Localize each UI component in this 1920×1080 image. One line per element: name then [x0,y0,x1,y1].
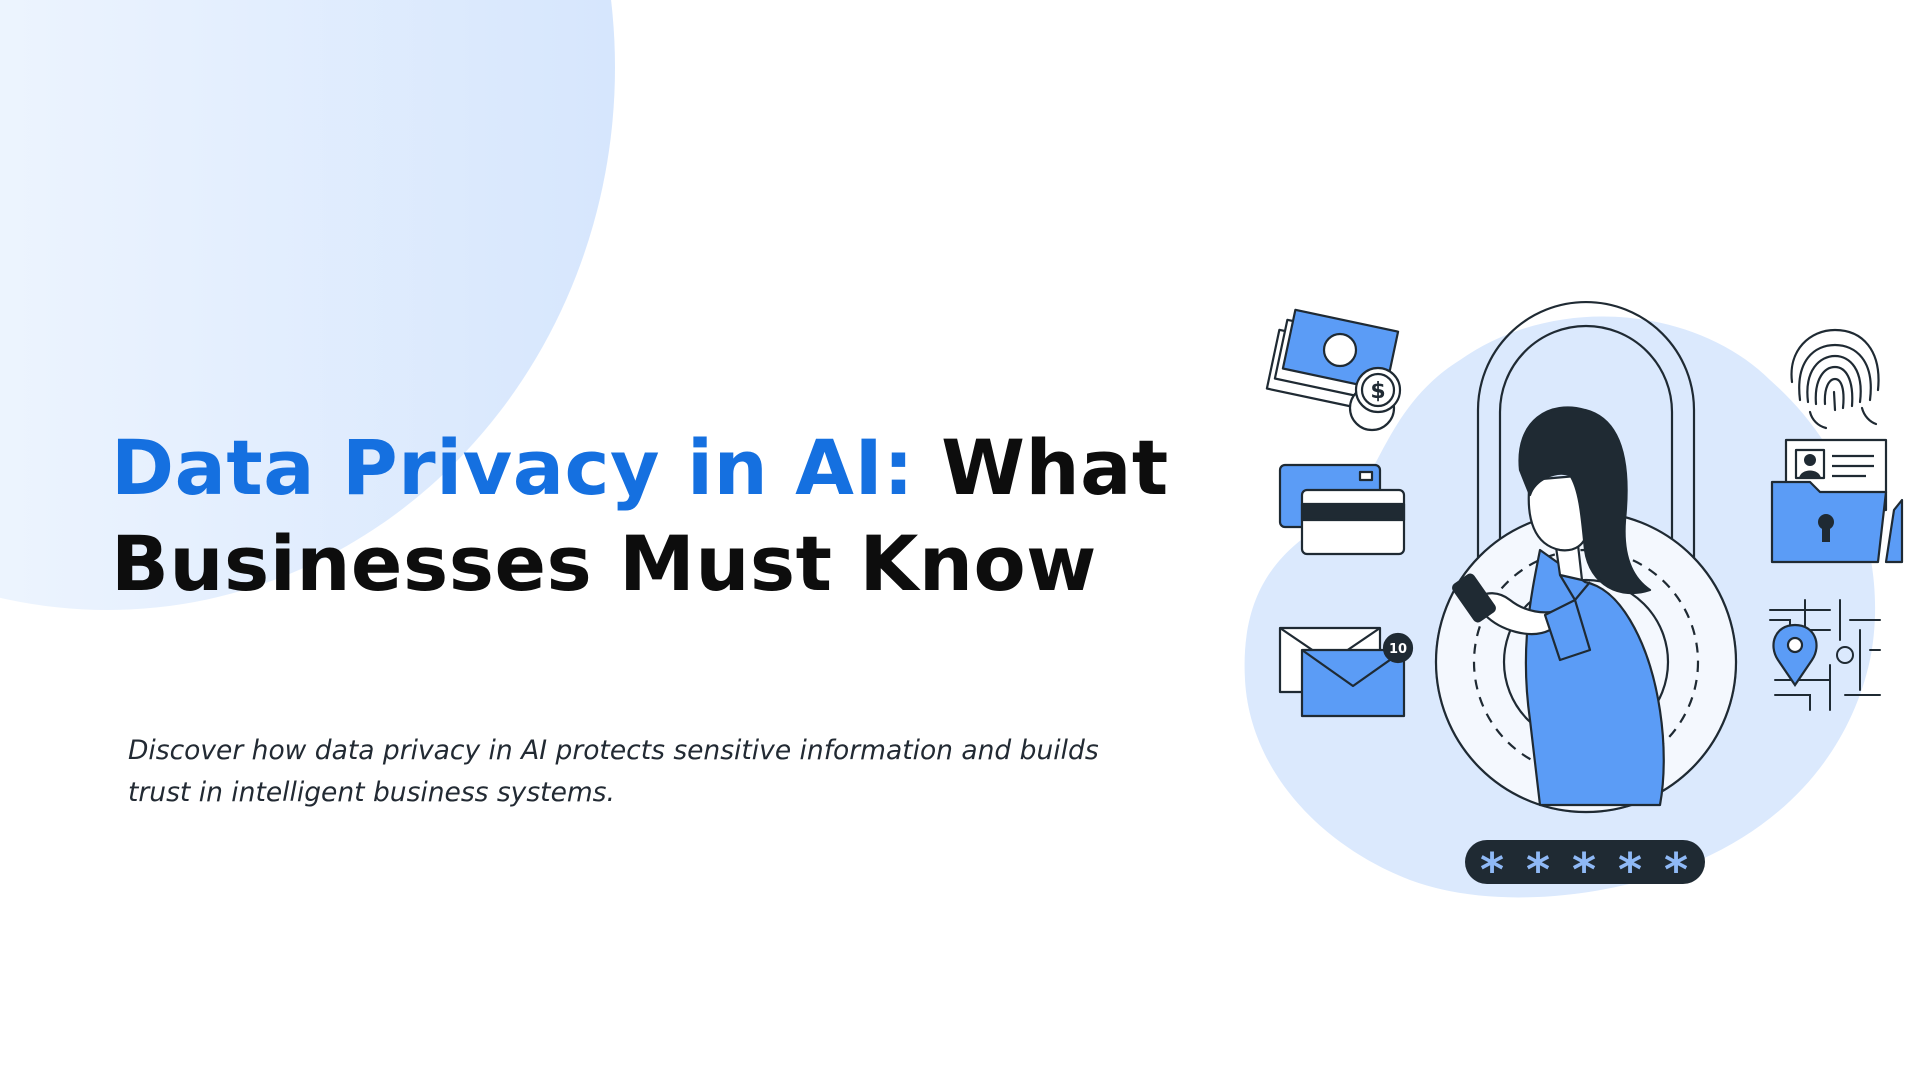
coin-symbol: $ [1370,379,1385,404]
password-mask-char: * [1480,843,1504,897]
page-title-highlight: Data Privacy in AI: [111,423,915,512]
credit-card-icon [1278,463,1406,556]
data-privacy-illustration: * * * * * $ [1230,300,1910,940]
coin-icon: $ [1348,366,1402,432]
password-mask-char: * [1618,843,1642,897]
password-mask-char: * [1572,843,1596,897]
map-pin-icon [1769,599,1881,711]
password-mask-char: * [1664,843,1688,897]
woman-with-phone-figure [1452,406,1665,807]
page-title: Data Privacy in AI: What Businesses Must… [111,420,1211,612]
mail-badge-count: 10 [1389,642,1407,657]
page-title-rest: What Businesses Must Know [111,423,1169,608]
fingerprint-icon [1790,328,1880,430]
mail-icon: 10 [1278,626,1414,718]
id-folder-icon [1770,438,1904,564]
password-mask-char: * [1526,843,1550,897]
page-subtitle: Discover how data privacy in AI protects… [128,735,1099,808]
password-field: * * * * * [1465,840,1705,897]
